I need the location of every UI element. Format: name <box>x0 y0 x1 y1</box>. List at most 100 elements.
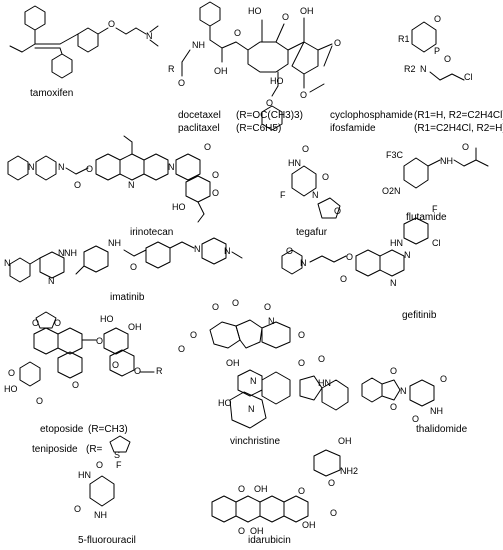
atom-label: O <box>8 368 15 378</box>
atom-label: O <box>212 302 219 312</box>
atom-label: N <box>300 258 307 268</box>
atom-label: O <box>108 19 115 29</box>
atom-label: R1 <box>398 34 410 44</box>
drug-name-vinchristine: vinchristine <box>230 436 280 447</box>
atom-label: O <box>54 318 61 328</box>
drug-name-docetaxel: docetaxel <box>178 110 221 121</box>
atom-label: N <box>390 278 397 288</box>
atom-label: O <box>238 526 245 536</box>
atom-label: O <box>190 330 197 340</box>
vinchristine-structure: O O O N O O OH N O O O HN N HO vinchrist… <box>178 298 349 447</box>
drug-note-etoposide: (R=CH3) <box>88 424 128 435</box>
drug-name-paclitaxel: paclitaxel <box>178 123 220 134</box>
atom-label: O2N <box>382 186 401 196</box>
tamoxifen-structure: O N tamoxifen <box>9 5 159 99</box>
atom-label: N <box>168 162 175 172</box>
atom-label: NH <box>64 248 77 258</box>
atom-label: N <box>194 244 201 254</box>
atom-label: O <box>36 396 43 406</box>
thalidomide-structure: O N O O NH O thalidomide <box>361 366 468 435</box>
atom-label: N <box>250 376 257 386</box>
atom-label: N <box>28 162 35 172</box>
atom-label: O <box>282 12 289 22</box>
atom-label: R <box>156 366 163 376</box>
atom-label: O <box>264 302 271 312</box>
atom-label: HO <box>270 76 284 86</box>
atom-label: OH <box>300 6 314 16</box>
atom-label: O <box>238 484 245 494</box>
drug-name-teniposide: teniposide <box>32 444 78 455</box>
drug-name-irinotecan: irinotecan <box>130 227 173 238</box>
atom-label: N <box>420 64 427 74</box>
atom-label: O <box>74 180 81 190</box>
atom-label: O <box>234 28 241 38</box>
atom-label: O <box>86 164 93 174</box>
atom-label: O <box>204 142 211 152</box>
atom-label: S <box>114 450 120 460</box>
atom-label: N <box>224 246 231 256</box>
drug-name-thalidomide: thalidomide <box>416 424 468 435</box>
drug-name-flutamide: flutamide <box>406 212 447 223</box>
atom-label: O <box>298 486 305 496</box>
atom-label: O <box>112 360 119 370</box>
atom-label: O <box>390 402 397 412</box>
atom-label: O <box>212 170 219 180</box>
atom-label: NH2 <box>340 466 358 476</box>
drug-note-cyclophosphamide: (R1=H, R2=C2H4Cl) <box>414 110 503 121</box>
atom-label: O <box>322 172 329 182</box>
atom-label: N <box>58 162 65 172</box>
drug-name-gefitinib: gefitinib <box>402 310 437 321</box>
atom-label: O <box>130 262 137 272</box>
atom-label: O <box>298 358 305 368</box>
etoposide-teniposide-structure: O O O O O HO O OH HO O O R etoposide (R=… <box>4 311 163 460</box>
atom-label: O <box>212 188 219 198</box>
atom-label: O <box>390 366 397 376</box>
atom-label: N <box>248 404 255 414</box>
atom-label: N <box>400 386 407 396</box>
tegafur-structure: HN O F O N O tegafur <box>280 144 341 238</box>
atom-label: O <box>440 374 447 384</box>
atom-label: N <box>128 180 135 190</box>
atom-label: R <box>168 64 175 74</box>
atom-label: O <box>302 144 309 154</box>
drug-name-imatinib: imatinib <box>110 292 145 303</box>
drug-name-tegafur: tegafur <box>296 227 328 238</box>
atom-label: N <box>4 258 11 268</box>
idarubicin-structure: O O OH OH O O OH NH2 OH O idarubicin <box>211 436 358 546</box>
atom-label: Cl <box>464 72 473 82</box>
atom-label: O <box>96 460 103 470</box>
atom-label: HN <box>288 158 301 168</box>
atom-label: HN <box>318 378 331 388</box>
drug-note-paclitaxel: (R=C6H5) <box>236 123 281 134</box>
atom-label: O <box>444 54 451 64</box>
atom-label: F <box>432 204 438 214</box>
atom-label: OH <box>214 66 228 76</box>
atom-label: F <box>280 190 286 200</box>
atom-label: O <box>334 206 341 216</box>
atom-label: O <box>298 330 305 340</box>
atom-label: O <box>434 14 441 24</box>
atom-label: OH <box>338 436 352 446</box>
drug-note-docetaxel: (R=OC(CH3)3) <box>236 110 303 121</box>
drug-name-cyclophosphamide: cyclophosphamide <box>330 110 413 121</box>
atom-label: HO <box>218 398 232 408</box>
irinotecan-structure: N N O O N N O O O HO irinotecan <box>7 135 219 238</box>
atom-label: HO <box>248 6 262 16</box>
atom-label: O <box>328 478 335 488</box>
drug-note-ifosfamide: (R1=C2H4Cl, R2=H) <box>414 123 503 134</box>
atom-label: O <box>300 90 307 100</box>
atom-label: O <box>134 366 141 376</box>
atom-label: O <box>286 246 293 256</box>
atom-label: HN <box>78 470 91 480</box>
atom-label: OH <box>302 520 316 530</box>
atom-label: O <box>178 78 185 88</box>
gefitinib-structure: O N O N N HN F Cl O gefitinib <box>281 204 441 321</box>
atom-label: P <box>434 46 440 56</box>
atom-label: N <box>268 316 275 326</box>
atom-label: N <box>58 248 65 258</box>
atom-label: O <box>330 508 337 518</box>
atom-label: NH <box>94 510 107 520</box>
atom-label: O <box>32 318 39 328</box>
atom-label: O <box>96 336 103 346</box>
